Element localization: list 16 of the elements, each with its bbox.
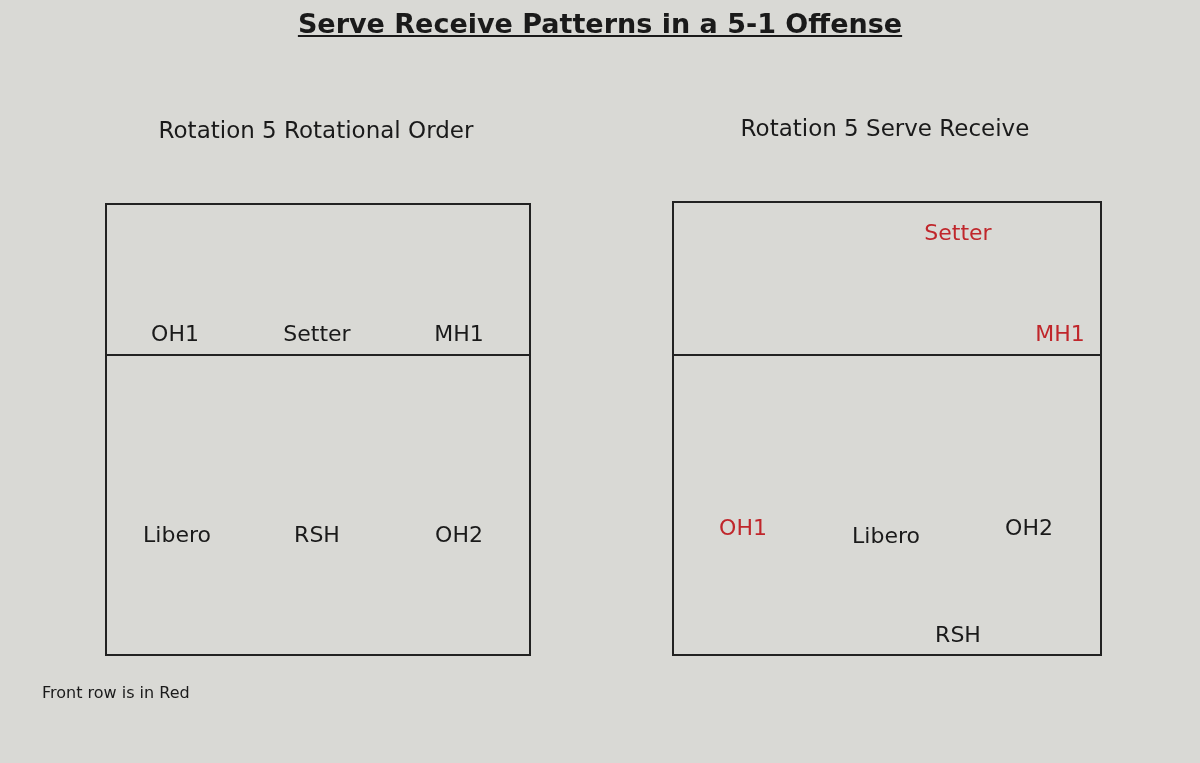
- player-position: Libero: [852, 522, 920, 548]
- caption: Front row is in Red: [42, 683, 190, 702]
- player-position: OH1: [151, 320, 199, 346]
- player-position: RSH: [935, 621, 981, 647]
- player-position: Setter: [924, 219, 992, 245]
- player-position: OH1: [719, 514, 767, 540]
- player-position: MH1: [1035, 320, 1085, 346]
- player-position: Libero: [143, 521, 211, 547]
- title: Serve Receive Patterns in a 5-1 Offense: [297, 8, 903, 39]
- court-heading: Rotation 5 Rotational Order: [158, 117, 474, 143]
- player-position: OH2: [1005, 514, 1053, 540]
- court-heading: Rotation 5 Serve Receive: [740, 115, 1030, 141]
- player-position: Setter: [283, 320, 351, 346]
- player-position: OH2: [435, 521, 483, 547]
- player-position: RSH: [294, 521, 340, 547]
- player-position: MH1: [434, 320, 484, 346]
